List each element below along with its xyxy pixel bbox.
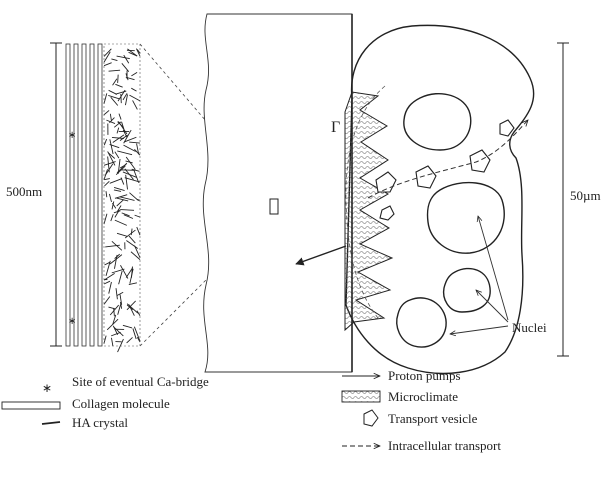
- legend-microclimate-icon: [342, 391, 380, 402]
- gamma-label: Γ: [331, 119, 340, 136]
- legend-microclimate: Microclimate: [388, 389, 458, 405]
- collagen-molecules: [66, 44, 102, 346]
- legend-vesicle-icon: [364, 410, 378, 426]
- right-scale-bar: [557, 43, 569, 356]
- nucleus-2: [428, 183, 505, 254]
- zoom-region-box: [270, 199, 278, 214]
- nucleus-3: [444, 269, 491, 312]
- legend-collagen: Collagen molecule: [72, 396, 170, 412]
- nuclei-label: Nuclei: [512, 320, 547, 335]
- scale-label-50um: 50µm: [570, 188, 601, 203]
- nucleus-4: [397, 298, 446, 347]
- legend-intracellular-transport: Intracellular transport: [388, 438, 501, 454]
- bone-matrix: [203, 14, 352, 372]
- legend-proton-pumps: Proton pumps: [388, 368, 461, 384]
- legend-ha-crystal-icon: [42, 422, 60, 424]
- legend-ca-bridge-icon: ∗: [42, 381, 52, 395]
- legend-collagen-icon: [2, 402, 60, 409]
- ha-crystal-mesh: [104, 49, 140, 353]
- nucleus-1: [404, 94, 471, 150]
- svg-text:∗: ∗: [68, 130, 76, 141]
- ca-bridge-sites: ∗ ∗: [68, 130, 76, 327]
- left-scale-bar: [50, 43, 62, 346]
- svg-text:∗: ∗: [68, 316, 76, 327]
- legend-ha-crystal: HA crystal: [72, 415, 128, 431]
- scale-label-500nm: 500nm: [6, 184, 42, 199]
- legend-transport-vesicle: Transport vesicle: [388, 411, 477, 427]
- legend-ca-bridge: Site of eventual Ca-bridge: [72, 374, 209, 390]
